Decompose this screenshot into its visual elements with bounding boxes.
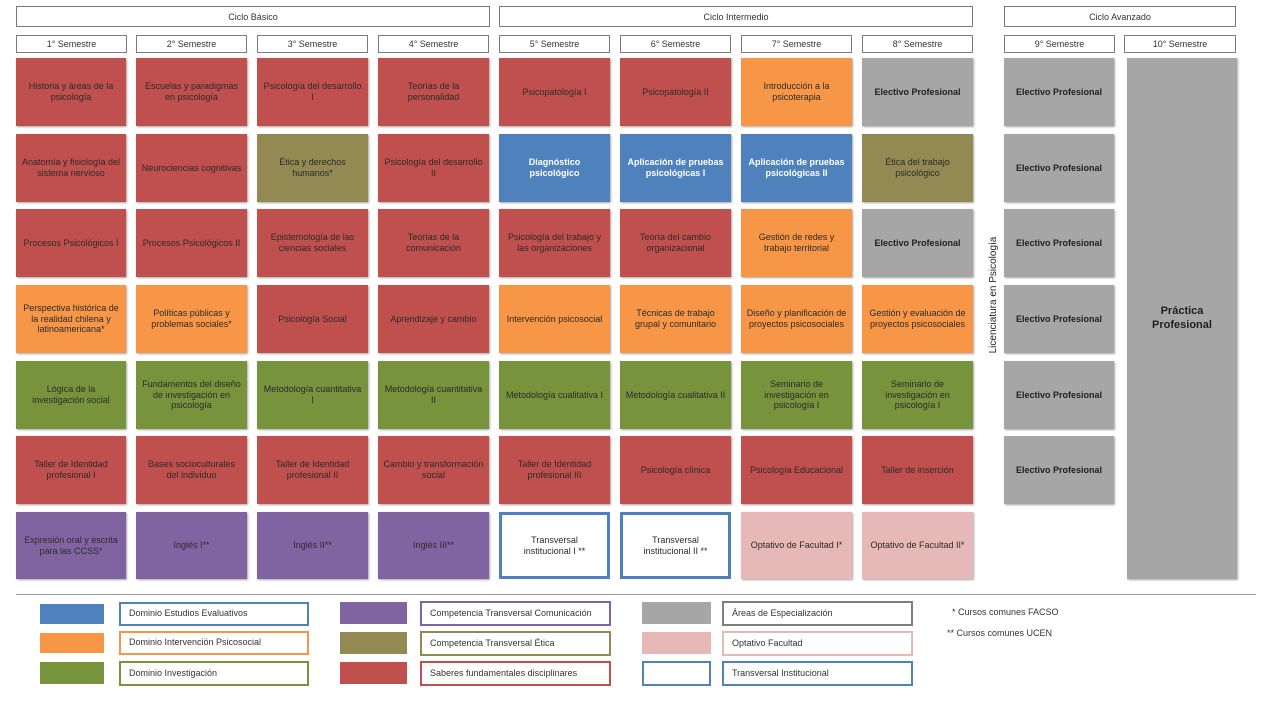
course-s9-5: Electivo Profesional: [1004, 361, 1114, 429]
course-s9-4: Electivo Profesional: [1004, 285, 1114, 353]
legend-swatch-especializacion: [642, 602, 711, 624]
course-s6-6: Psicología clínica: [620, 436, 731, 504]
course-s8-4: Gestión y evaluación de proyectos psicos…: [862, 285, 973, 353]
course-s6-3: Teoría del cambio organizacional: [620, 209, 731, 277]
course-s8-5: Seminario de investigación en psicología…: [862, 361, 973, 429]
legend-divider: [16, 594, 1256, 595]
course-s1-1: Historia y áreas de la psicología: [16, 58, 126, 126]
course-s2-7: Inglés I**: [136, 512, 247, 579]
course-s6-5: Metodología cualitativa II: [620, 361, 731, 429]
course-s10-practica: Práctica Profesional: [1127, 58, 1237, 579]
legend-swatch-etica: [340, 632, 407, 654]
semester-header-2: 2° Semestre: [136, 35, 247, 53]
course-s9-3: Electivo Profesional: [1004, 209, 1114, 277]
semester-header-9: 9° Semestre: [1004, 35, 1115, 53]
course-s7-5: Seminario de investigación en psicología…: [741, 361, 852, 429]
legend-label-investigacion: Dominio Investigación: [119, 661, 309, 686]
course-s7-4: Diseño y planificación de proyectos psic…: [741, 285, 852, 353]
course-s8-7: Optativo de Facultad II*: [862, 512, 973, 579]
course-s2-2: Neurociencias cognitivas: [136, 134, 247, 202]
course-s7-6: Psicología Educacional: [741, 436, 852, 504]
course-s2-6: Bases socioculturales del individuo: [136, 436, 247, 504]
semester-header-6: 6° Semestre: [620, 35, 731, 53]
legend-label-intervencion: Dominio Intervención Psicosocial: [119, 631, 309, 655]
semester-header-3: 3° Semestre: [257, 35, 368, 53]
course-s9-6: Electivo Profesional: [1004, 436, 1114, 504]
course-s6-4: Técnicas de trabajo grupal y comunitario: [620, 285, 731, 353]
course-s2-5: Fundamentos del diseño de investigación …: [136, 361, 247, 429]
note-facso: * Cursos comunes FACSO: [952, 607, 1059, 617]
course-s4-3: Teorías de la comunicación: [378, 209, 489, 277]
course-s3-1: Psicología del desarrollo I: [257, 58, 368, 126]
legend-swatch-transversal-institucional: [642, 661, 711, 686]
legend-label-comunicacion: Competencia Transversal Comunicación: [420, 601, 611, 626]
course-s3-4: Psicología Social: [257, 285, 368, 353]
course-s5-2: Diagnóstico psicológico: [499, 134, 610, 202]
cycle-header-intermedio: Ciclo Intermedio: [499, 6, 973, 27]
course-s3-6: Taller de Identidad profesional II: [257, 436, 368, 504]
course-s3-2: Ética y derechos humanos*: [257, 134, 368, 202]
course-s6-1: Psicopatología II: [620, 58, 731, 126]
course-s5-3: Psicología del trabajo y las organizacio…: [499, 209, 610, 277]
course-s4-6: Cambio y transformación social: [378, 436, 489, 504]
course-s9-2: Electivo Profesional: [1004, 134, 1114, 202]
course-s7-3: Gestión de redes y trabajo territorial: [741, 209, 852, 277]
course-s4-5: Metodología cuantitativa II: [378, 361, 489, 429]
course-s8-3: Electivo Profesional: [862, 209, 973, 277]
cycle-header-avanzado: Ciclo Avanzado: [1004, 6, 1236, 27]
course-s4-2: Psicología del desarrollo II: [378, 134, 489, 202]
course-s2-4: Políticas públicas y problemas sociales*: [136, 285, 247, 353]
course-s4-1: Teorías de la personalidad: [378, 58, 489, 126]
course-s6-7: Transversal institucional II **: [620, 512, 731, 579]
course-s7-1: Introducción a la psicoterapia: [741, 58, 852, 126]
semester-header-5: 5° Semestre: [499, 35, 610, 53]
course-s5-7: Transversal institucional I **: [499, 512, 610, 579]
course-s1-5: Lógica de la investigación social: [16, 361, 126, 429]
semester-header-1: 1° Semestre: [16, 35, 127, 53]
legend-swatch-comunicacion: [340, 602, 407, 624]
course-s5-5: Metodología cualitativa I: [499, 361, 610, 429]
course-s2-3: Procesos Psicológicos II: [136, 209, 247, 277]
course-s1-4: Perspectiva histórica de la realidad chi…: [16, 285, 126, 353]
course-s2-1: Escuelas y paradigmas en psicología: [136, 58, 247, 126]
course-s4-4: Aprendizaje y cambio: [378, 285, 489, 353]
course-s5-1: Psicopatología I: [499, 58, 610, 126]
course-s6-2: Aplicación de pruebas psicológicas I: [620, 134, 731, 202]
semester-header-4: 4° Semestre: [378, 35, 489, 53]
legend-label-optativo: Optativo Facultad: [722, 631, 913, 656]
legend-label-especializacion: Áreas de Especialización: [722, 601, 913, 626]
legend-label-estudios-evaluativos: Dominio Estudios Evaluativos: [119, 602, 309, 626]
course-s1-3: Procesos Psicológicos I: [16, 209, 126, 277]
semester-header-8: 8° Semestre: [862, 35, 973, 53]
course-s1-2: Anatomía y fisiología del sistema nervio…: [16, 134, 126, 202]
course-s5-6: Taller de Identidad profesional III: [499, 436, 610, 504]
legend-label-transversal-institucional: Transversal Institucional: [722, 661, 913, 686]
course-s3-7: Inglés II**: [257, 512, 368, 579]
semester-header-10: 10° Semestre: [1124, 35, 1236, 53]
licenciatura-label: Licenciatura en Psicología: [987, 236, 999, 354]
legend-label-etica: Competencia Transversal Ética: [420, 631, 611, 656]
course-s9-1: Electivo Profesional: [1004, 58, 1114, 126]
course-s3-5: Metodología cuantitativa I: [257, 361, 368, 429]
course-s7-2: Aplicación de pruebas psicológicas II: [741, 134, 852, 202]
legend-swatch-optativo: [642, 632, 711, 654]
legend-swatch-investigacion: [40, 662, 104, 684]
course-s8-6: Taller de inserción: [862, 436, 973, 504]
cycle-header-basico: Ciclo Básico: [16, 6, 490, 27]
legend-label-saberes: Saberes fundamentales disciplinares: [420, 661, 611, 686]
semester-header-7: 7° Semestre: [741, 35, 852, 53]
legend-swatch-saberes: [340, 662, 407, 684]
course-s1-7: Expresión oral y escrita para las CCSS*: [16, 512, 126, 579]
course-s1-6: Taller de Identidad profesional I: [16, 436, 126, 504]
course-s8-2: Ética del trabajo psicológico: [862, 134, 973, 202]
course-s7-7: Optativo de Facultad I*: [741, 512, 852, 579]
course-s4-7: Inglés III**: [378, 512, 489, 579]
course-s5-4: Intervención psicosocial: [499, 285, 610, 353]
legend-swatch-intervencion: [40, 633, 104, 653]
legend-swatch-estudios-evaluativos: [40, 604, 104, 624]
course-s8-1: Electivo Profesional: [862, 58, 973, 126]
note-ucen: ** Cursos comunes UCEN: [947, 628, 1053, 638]
course-s3-3: Epistemología de las ciencias sociales: [257, 209, 368, 277]
